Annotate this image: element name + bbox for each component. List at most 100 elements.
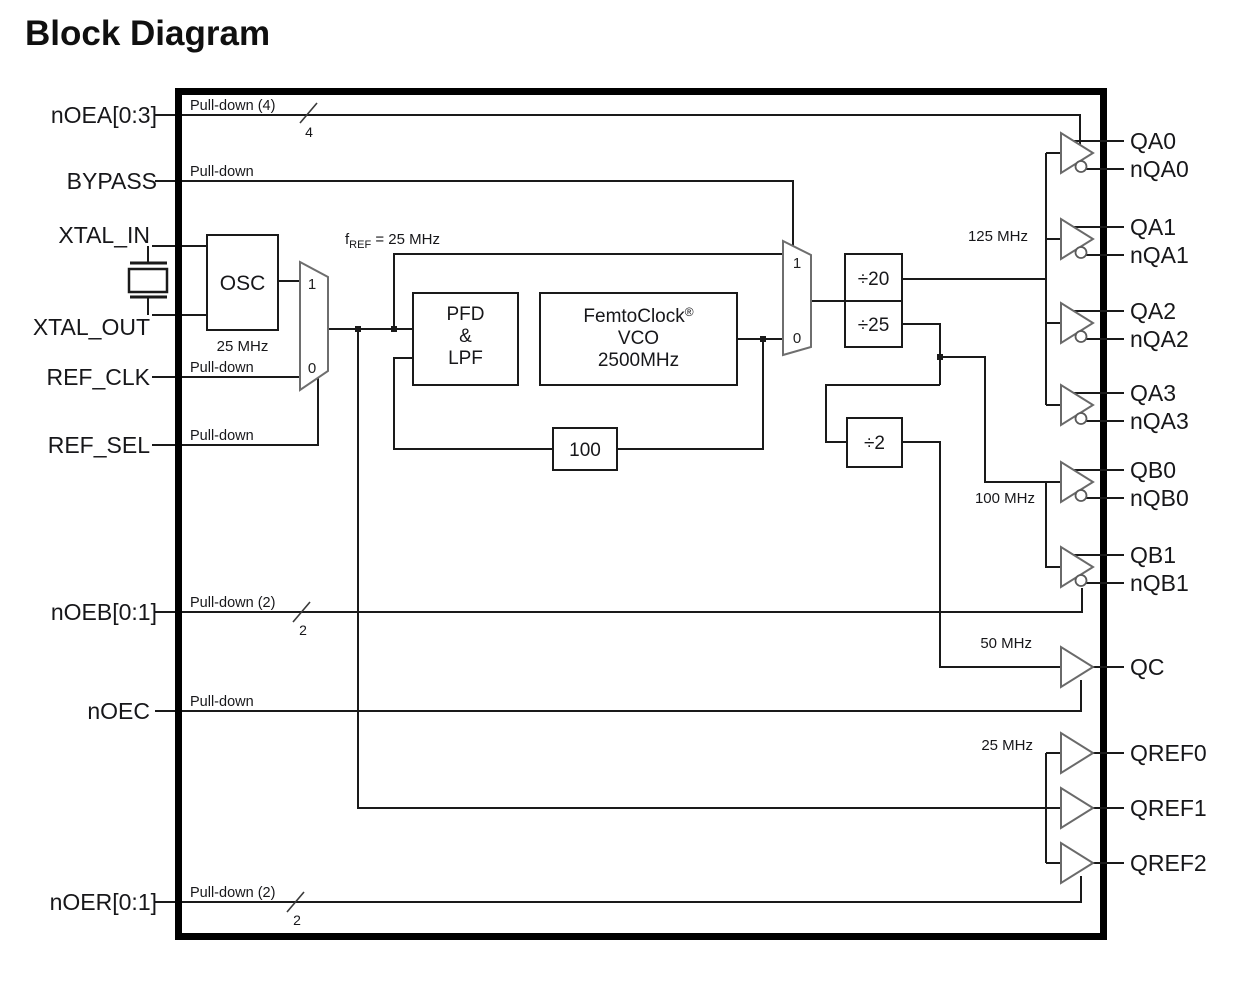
- freq-50mhz-label: 50 MHz: [980, 635, 1032, 652]
- pulldown-label-ref-clk: Pull-down: [190, 360, 254, 376]
- pfd-label-line2: &: [459, 326, 472, 347]
- differential-buffer-qa2-icon: [1060, 302, 1125, 344]
- input-mux-shape: [299, 260, 329, 392]
- fref-prefix: f: [345, 231, 350, 248]
- port-label-nqa0: nQA0: [1130, 156, 1189, 182]
- freq-25mhz-label: 25 MHz: [981, 737, 1033, 754]
- bus-slash-noeb: [292, 601, 311, 623]
- osc-freq-label: 25 MHz: [217, 338, 269, 355]
- port-label-qa1: QA1: [1130, 214, 1176, 240]
- div25-label: ÷25: [858, 315, 890, 336]
- div2-box: [846, 417, 903, 468]
- port-label-qb0: QB0: [1130, 457, 1176, 483]
- vco-block: FemtoClock® VCO 2500MHz: [539, 292, 738, 386]
- buffer-qc-icon: [1060, 646, 1125, 688]
- div20-label: ÷20: [858, 269, 890, 290]
- pulldown-label-noec: Pull-down: [190, 694, 254, 710]
- port-label-qb1: QB1: [1130, 542, 1176, 568]
- net-ref-sel: [152, 378, 319, 446]
- net-div2-loop-and-qc: [825, 384, 1061, 668]
- left-port-labels: nOEA[0:3] BYPASS XTAL_IN XTAL_OUT REF_CL…: [33, 102, 157, 915]
- port-label-nqa2: nQA2: [1130, 326, 1189, 352]
- output-divider-block: ÷20 ÷25: [844, 253, 903, 348]
- differential-buffer-qb0-icon: [1060, 461, 1125, 503]
- port-label-qref2: QREF2: [1130, 850, 1207, 876]
- differential-buffer-qb1-icon: [1060, 546, 1125, 588]
- div2-label: ÷2: [864, 433, 885, 454]
- bypass-mux-sel1: 1: [793, 255, 801, 272]
- feedback-divider-box: [552, 427, 618, 471]
- crystal-body: [127, 267, 169, 294]
- port-label-qref0: QREF0: [1130, 740, 1207, 766]
- port-label-qref1: QREF1: [1130, 795, 1207, 821]
- differential-buffer-qa0-icon: [1060, 132, 1125, 174]
- frequency-annotations: 125 MHz 100 MHz 50 MHz 25 MHz: [968, 228, 1035, 754]
- net-noeb: [155, 588, 1083, 613]
- port-label-xtal-in: XTAL_IN: [58, 222, 150, 248]
- crystal-symbol: [127, 246, 169, 315]
- bus-slash-noer: [286, 891, 305, 913]
- port-label-nqb1: nQB1: [1130, 570, 1189, 596]
- net-div25-out-bank-b: [902, 323, 1061, 568]
- fref-subscript: REF: [349, 239, 371, 251]
- net-noec: [155, 680, 1082, 712]
- pulldown-label-noer: Pull-down (2): [190, 885, 275, 901]
- pfd-box: [412, 292, 519, 386]
- osc-label: OSC: [220, 272, 266, 295]
- page-title: Block Diagram: [25, 14, 270, 53]
- div2-block: ÷2: [846, 417, 903, 468]
- feedback-divider-label: 100: [569, 440, 601, 461]
- bus-slash-noea: [299, 102, 318, 124]
- crystal-plates: [130, 261, 167, 299]
- differential-buffer-qa1-icon: [1060, 218, 1125, 260]
- fref-value: = 25 MHz: [371, 231, 440, 248]
- port-label-qa0: QA0: [1130, 128, 1176, 154]
- pulldown-annotations: Pull-down (4) Pull-down Pull-down Pull-d…: [190, 98, 313, 928]
- pfd-label-line3: LPF: [448, 348, 483, 369]
- net-noea: [155, 114, 1081, 145]
- input-mux-sel0: 0: [308, 360, 316, 377]
- junction-dot: [760, 336, 766, 342]
- port-label-ref-sel: REF_SEL: [48, 432, 150, 458]
- vco-label-line1: FemtoClock®: [583, 305, 693, 327]
- bus-width-noer: 2: [293, 912, 301, 928]
- freq-100mhz-label: 100 MHz: [975, 490, 1035, 507]
- vco-box: [539, 292, 738, 386]
- bus-width-noeb: 2: [299, 622, 307, 638]
- differential-buffer-qa3-icon: [1060, 384, 1125, 426]
- junction-dot: [937, 354, 943, 360]
- net-bypass: [155, 180, 794, 246]
- osc-block: OSC 25 MHz: [206, 234, 279, 355]
- junction-dot: [391, 326, 397, 332]
- pulldown-label-ref-sel: Pull-down: [190, 428, 254, 444]
- chip-boundary: [175, 88, 1107, 940]
- right-port-labels: QA0 nQA0 QA1 nQA1 QA2 nQA2 QA3 nQA3 QB0 …: [1130, 128, 1207, 876]
- net-noer: [155, 876, 1082, 903]
- port-label-nqb0: nQB0: [1130, 485, 1189, 511]
- wires: [152, 102, 1083, 913]
- junction-dot: [355, 326, 361, 332]
- vco-label-line3: 2500MHz: [598, 350, 679, 371]
- port-label-xtal-out: XTAL_OUT: [33, 314, 150, 340]
- freq-125mhz-label: 125 MHz: [968, 228, 1028, 245]
- input-mux: 1 0: [299, 260, 329, 392]
- osc-box: [206, 234, 279, 331]
- net-qref-feed: [357, 329, 1061, 864]
- net-fref: [393, 253, 783, 329]
- port-label-qa3: QA3: [1130, 380, 1176, 406]
- bus-width-noea: 4: [305, 124, 313, 140]
- port-label-nqa3: nQA3: [1130, 408, 1189, 434]
- bypass-mux-sel0: 0: [793, 330, 801, 347]
- bypass-mux: 1 0: [782, 239, 812, 357]
- fref-label: fREF = 25 MHz: [345, 231, 440, 251]
- net-div20-out-bank-a: [902, 152, 1061, 406]
- vco-label-line2: VCO: [618, 328, 659, 349]
- port-label-noec: nOEC: [87, 698, 150, 724]
- buffer-qref2-icon: [1060, 842, 1125, 884]
- buffer-qref0-icon: [1060, 732, 1125, 774]
- port-label-noea: nOEA[0:3]: [51, 102, 157, 128]
- pulldown-label-noea: Pull-down (4): [190, 98, 275, 114]
- port-label-qc: QC: [1130, 654, 1165, 680]
- registered-trademark-symbol: ®: [685, 305, 694, 319]
